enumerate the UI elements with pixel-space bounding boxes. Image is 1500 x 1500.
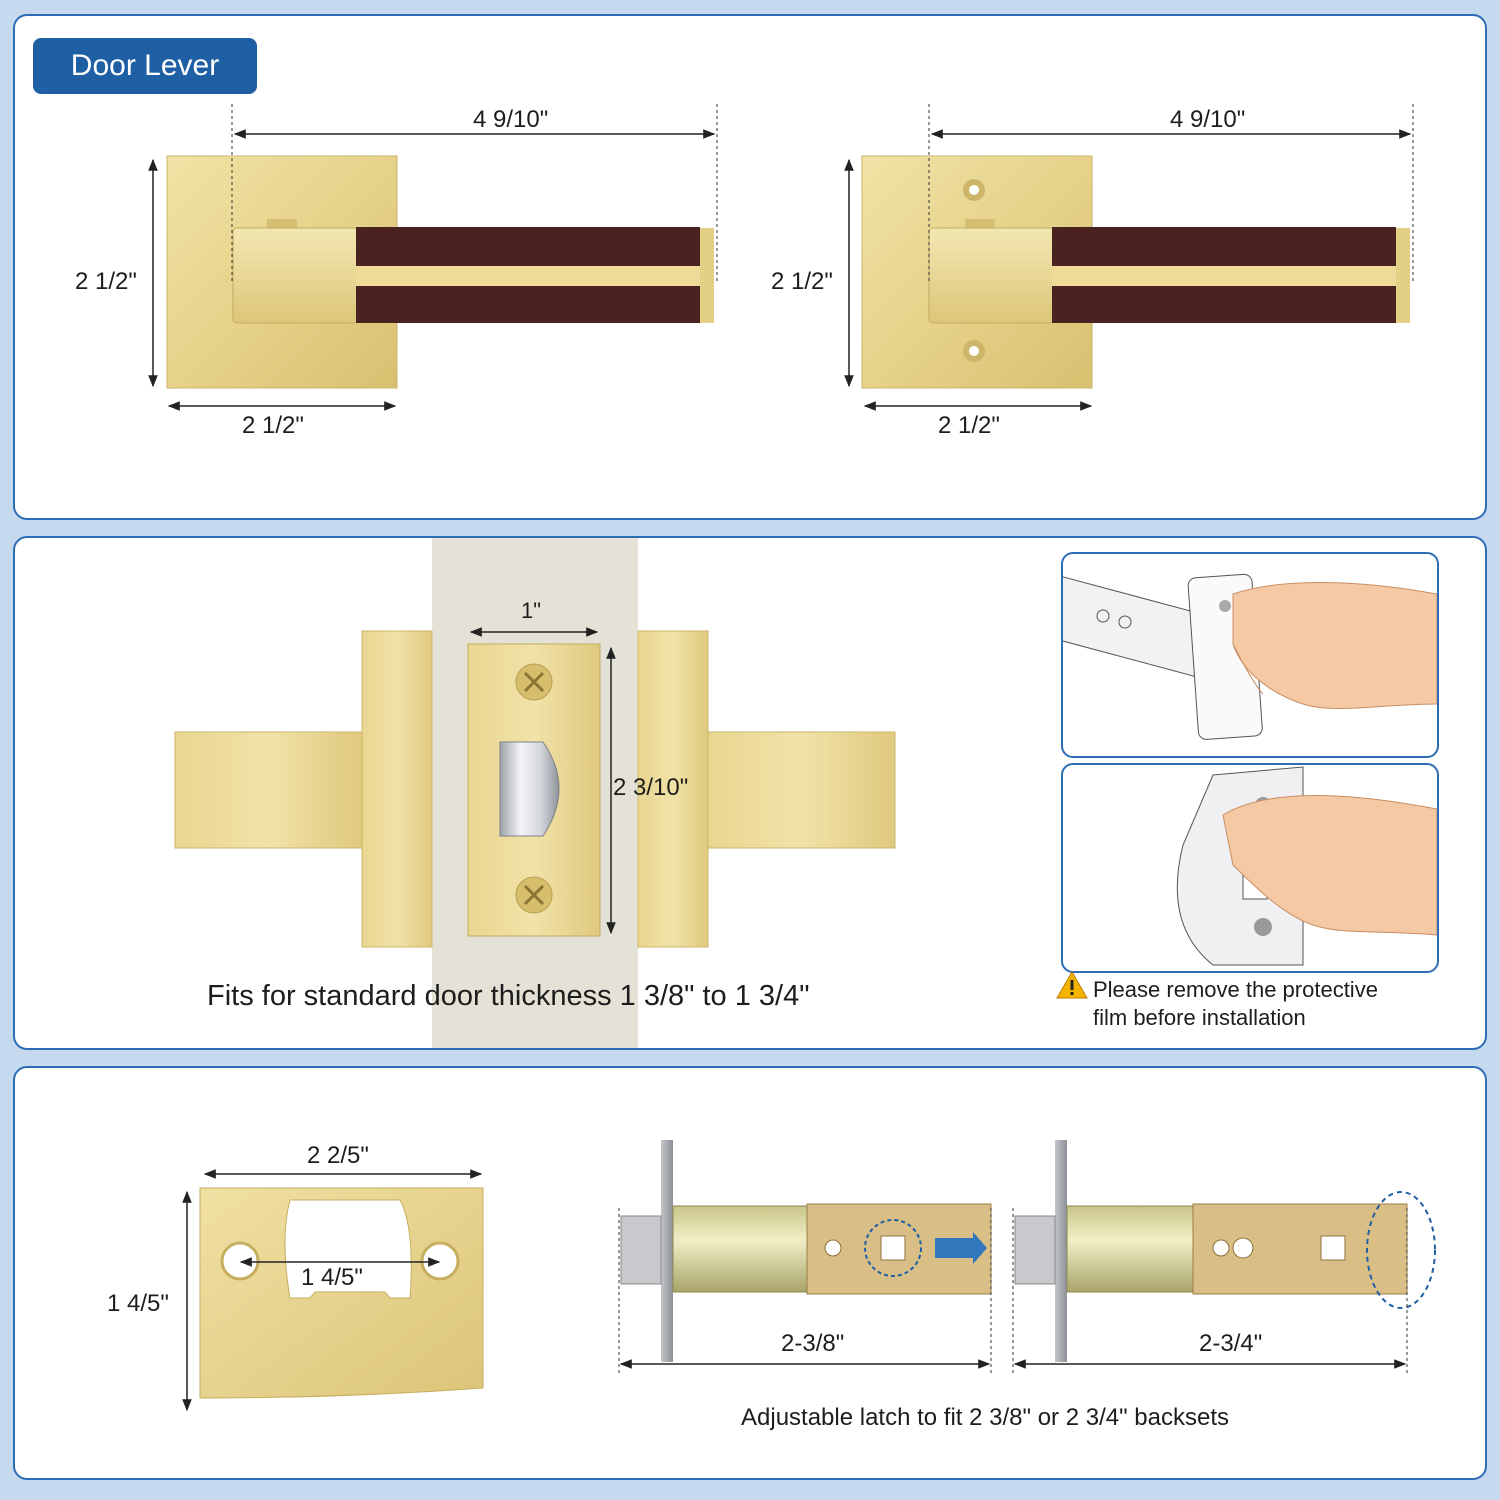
rose-width-label: 2 1/2" (242, 412, 304, 439)
rose-height-label: 2 1/2" (75, 268, 137, 295)
backset-long-label: 2-3/4" (1199, 1330, 1263, 1357)
latch-face-width-label: 1" (521, 598, 542, 623)
latch-long-backset (1012, 1140, 1436, 1373)
remove-film-strike-illustration (1061, 763, 1439, 973)
product-type-badge: Door Lever (33, 38, 257, 94)
strike-height-label: 1 4/5" (107, 1290, 169, 1317)
backset-short-label: 2-3/8" (781, 1330, 845, 1357)
rose-width-label-2: 2 1/2" (938, 412, 1000, 439)
door-thickness-caption: Fits for standard door thickness 1 3/8" … (207, 980, 810, 1012)
backset-caption: Adjustable latch to fit 2 3/8" or 2 3/4"… (741, 1404, 1229, 1431)
lever-drawings (148, 104, 1414, 411)
latch-short-backset (618, 1140, 992, 1373)
remove-film-latch-illustration (1061, 552, 1439, 758)
warning-icon (1056, 970, 1088, 999)
strike-backset-panel: 2 2/5" 1 4/5" 1 4/5" 2-3/8" 2-3/4" Adjus… (13, 1066, 1487, 1480)
warning-line-2: film before installation (1093, 1005, 1306, 1030)
strike-plate-drawing (182, 1169, 484, 1412)
door-fit-panel: 1" 2 3/10" Fits for standard door thickn… (13, 536, 1487, 1050)
latch-door-drawing (174, 538, 896, 1048)
lever-dimensions-panel: Door Lever (13, 14, 1487, 520)
latch-face-height-label: 2 3/10" (613, 774, 689, 801)
strike-hole-spacing-label: 1 4/5" (301, 1264, 363, 1291)
lever-mounting-view (844, 104, 1414, 411)
warning-line-1: Please remove the protective (1093, 977, 1378, 1002)
strike-and-latch-drawings (182, 1140, 1436, 1412)
lever-front-view (148, 104, 718, 411)
protective-film-note: Please remove the protective film before… (1093, 976, 1378, 1032)
lever-length-label-2: 4 9/10" (1170, 106, 1246, 133)
rose-height-label-2: 2 1/2" (771, 268, 833, 295)
strike-width-label: 2 2/5" (307, 1142, 369, 1169)
lever-length-label: 4 9/10" (473, 106, 549, 133)
